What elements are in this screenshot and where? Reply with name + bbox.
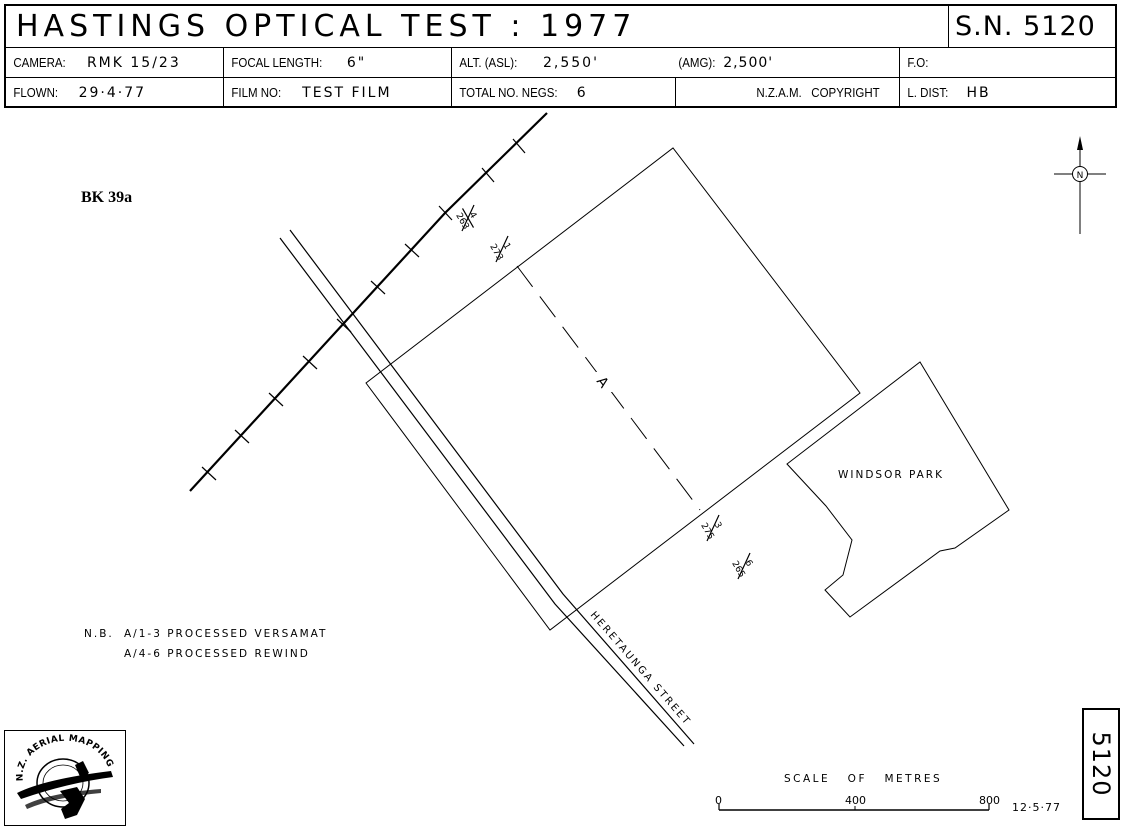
serial-stamp: 5120 [1082, 708, 1120, 820]
note-line-1: A/1-3 PROCESSED VERSAMAT [124, 628, 328, 640]
note-line-2: A/4-6 PROCESSED REWIND [124, 648, 310, 660]
film-number-field: FILM NO: TEST FILM [224, 78, 452, 108]
print-date: 12·5·77 [1012, 801, 1061, 814]
flown-value: 29·4·77 [78, 85, 147, 101]
photo-coverage-outline [365, 147, 861, 631]
north-label: N [1077, 171, 1084, 181]
flown-field: FLOWN: 29·4·77 [6, 78, 224, 108]
scale-title: SCALE OF METRES [784, 773, 943, 785]
alt-amg-label: (AMG): [678, 55, 716, 70]
windsor-park-label: WINDSOR PARK [838, 469, 944, 481]
focal-length-field: FOCAL LENGTH: 6" [224, 48, 452, 78]
scale-tick-400: 400 [845, 794, 866, 807]
altitude-field: ALT. (ASL): 2,550' (AMG): 2,500' [452, 48, 900, 78]
sheet-reference: BK 39a [81, 189, 133, 206]
copyright-text: N.Z.A.M. COPYRIGHT [756, 86, 880, 100]
railway-ticks [201, 138, 526, 481]
serial-number: S.N. 5120 [949, 6, 1117, 48]
alt-asl-label: ALT. (ASL): [459, 55, 518, 70]
ldist-value: HB [966, 85, 991, 101]
note-prefix: N.B. [84, 628, 114, 640]
ldist-label: L. DIST: [907, 86, 949, 100]
header-table: HASTINGS OPTICAL TEST : 1977 S.N. 5120 C… [4, 4, 1117, 108]
photo-frame-number: 3 [712, 521, 724, 531]
scale-bar [718, 804, 990, 811]
fo-field: F.O: [900, 48, 1117, 78]
fo-label: F.O: [907, 55, 929, 70]
photo-frame-number: 4 [467, 211, 479, 221]
film-number-label: FILM NO: [231, 86, 282, 100]
camera-field: CAMERA: RMK 15/23 [6, 48, 224, 78]
scale-tick-0: 0 [715, 794, 722, 807]
total-negs-field: TOTAL NO. NEGS: 6 [452, 78, 676, 108]
total-negs-value: 6 [576, 85, 588, 101]
film-number-value: TEST FILM [302, 85, 392, 101]
street-label: HERETAUNGA STREET [588, 610, 693, 728]
railway-line [189, 112, 548, 492]
flown-label: FLOWN: [13, 86, 59, 100]
total-negs-label: TOTAL NO. NEGS: [459, 86, 558, 100]
focal-length-value: 6" [346, 54, 367, 71]
photo-frame-number: 1 [501, 242, 513, 252]
street-edge-left [279, 237, 685, 747]
street-edge-right [289, 229, 695, 745]
alt-asl-value: 2,550' [542, 54, 599, 71]
camera-label: CAMERA: [13, 55, 66, 70]
photo-frame-number: 6 [743, 559, 755, 569]
scale-tick-800: 800 [979, 794, 1000, 807]
nz-aerial-mapping-logo: N.Z. AERIAL MAPPING LTD [1, 724, 126, 826]
alt-amg-value: 2,500' [723, 54, 774, 71]
focal-length-label: FOCAL LENGTH: [231, 55, 323, 70]
windsor-park-boundary [786, 361, 1010, 618]
ldist-field: L. DIST: HB [900, 78, 1117, 108]
north-arrow: N [1054, 136, 1106, 234]
copyright-field: N.Z.A.M. COPYRIGHT [676, 78, 900, 108]
camera-value: RMK 15/23 [86, 54, 181, 71]
map-title: HASTINGS OPTICAL TEST : 1977 [6, 6, 949, 48]
serial-stamp-text: 5120 [1087, 731, 1115, 797]
